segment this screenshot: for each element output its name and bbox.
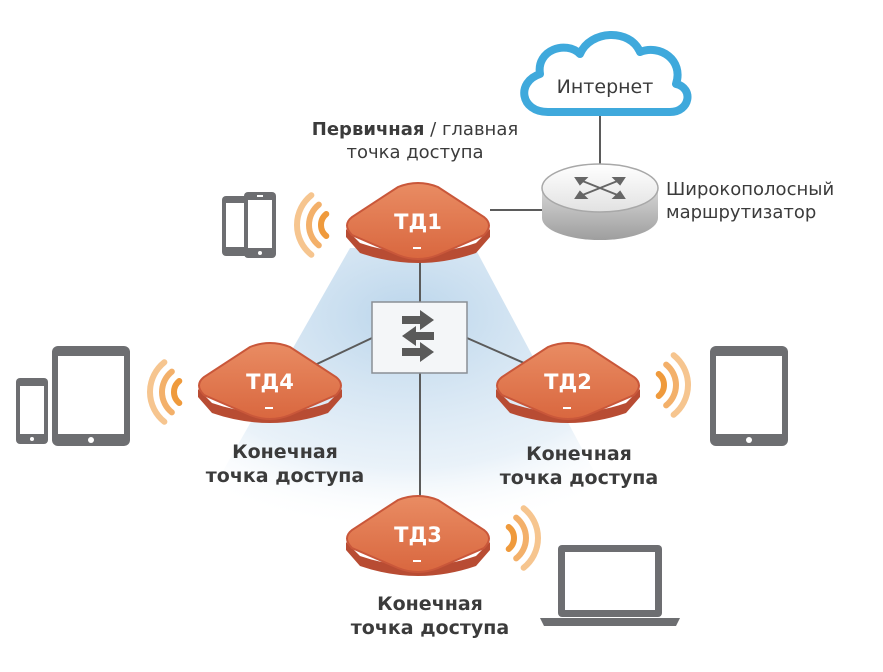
access-point-base bbox=[496, 389, 640, 423]
primary-ap-label: Первичная / главная точка доступа bbox=[270, 118, 560, 164]
signal-arc bbox=[670, 352, 691, 418]
endpoint-label-line1: Конечная bbox=[232, 441, 338, 463]
access-point-ap2: ТД2 bbox=[496, 342, 640, 423]
endpoint-label-ap4: Конечная точка доступа bbox=[190, 440, 380, 489]
endpoint-label-line2: точка доступа bbox=[499, 467, 659, 490]
signal-layer bbox=[147, 192, 691, 571]
primary-label-bold: Первичная bbox=[311, 119, 425, 140]
tablet-icon bbox=[52, 346, 130, 446]
access-point-base bbox=[346, 229, 490, 263]
endpoint-label-ap2: Конечная точка доступа bbox=[484, 442, 674, 491]
access-point-led bbox=[265, 407, 273, 409]
wifi-signal-icon bbox=[147, 359, 183, 425]
endpoint-label-line1: Конечная bbox=[377, 593, 483, 615]
access-point-body bbox=[496, 342, 640, 420]
access-point-ap3: ТД3 bbox=[346, 495, 490, 576]
wifi-signal-icon bbox=[655, 352, 691, 418]
signal-arc bbox=[306, 201, 322, 249]
coverage-cone bbox=[195, 248, 620, 520]
signal-arc bbox=[513, 514, 529, 562]
signal-arc bbox=[159, 368, 175, 416]
internet-label: Интернет bbox=[557, 76, 654, 98]
access-point-base bbox=[346, 542, 490, 576]
primary-label-line2: точка доступа bbox=[346, 142, 484, 164]
access-point-name: ТД1 bbox=[394, 210, 442, 234]
access-point-ap4: ТД4 bbox=[198, 342, 342, 423]
access-point-body bbox=[198, 342, 342, 420]
signal-arc bbox=[663, 361, 679, 409]
access-point-ap1: ТД1 bbox=[346, 182, 490, 263]
endpoint-label-ap3: Конечная точка доступа bbox=[335, 592, 525, 641]
cloud-icon: Интернет bbox=[520, 31, 692, 116]
switch-icon bbox=[371, 301, 468, 374]
primary-label-rest: / главная bbox=[424, 119, 519, 140]
signal-arc bbox=[294, 192, 315, 258]
wifi-signal-icon bbox=[294, 192, 330, 258]
access-point-led bbox=[413, 247, 421, 249]
access-point-led bbox=[563, 407, 571, 409]
smartphone-icon bbox=[16, 378, 48, 444]
access-point-led bbox=[413, 560, 421, 562]
access-point-base bbox=[198, 389, 342, 423]
access-point-body bbox=[346, 495, 490, 573]
endpoint-label-line2: точка доступа bbox=[350, 617, 510, 640]
signal-arc bbox=[505, 524, 517, 552]
router-label-line1: Широкополосный bbox=[666, 179, 835, 200]
access-point-name: ТД2 bbox=[544, 370, 592, 394]
access-point-body bbox=[346, 182, 490, 260]
tablet-icon bbox=[710, 346, 788, 446]
smartphone-icon bbox=[222, 192, 276, 258]
access-point-name: ТД3 bbox=[394, 523, 442, 547]
router-label-line2: маршрутизатор bbox=[666, 202, 817, 224]
signal-arc bbox=[147, 359, 168, 425]
endpoint-label-line2: точка доступа bbox=[205, 465, 365, 488]
router-icon bbox=[541, 163, 659, 240]
endpoint-label-line1: Конечная bbox=[526, 443, 632, 465]
signal-arc bbox=[318, 211, 330, 239]
signal-arc bbox=[520, 505, 541, 571]
devices bbox=[16, 192, 788, 626]
signal-arc bbox=[171, 378, 183, 406]
laptop-icon bbox=[540, 545, 680, 626]
router-label: Широкополосный маршрутизатор bbox=[666, 178, 834, 224]
signal-arc bbox=[655, 371, 667, 399]
wifi-signal-icon bbox=[505, 505, 541, 571]
access-point-name: ТД4 bbox=[246, 370, 294, 394]
